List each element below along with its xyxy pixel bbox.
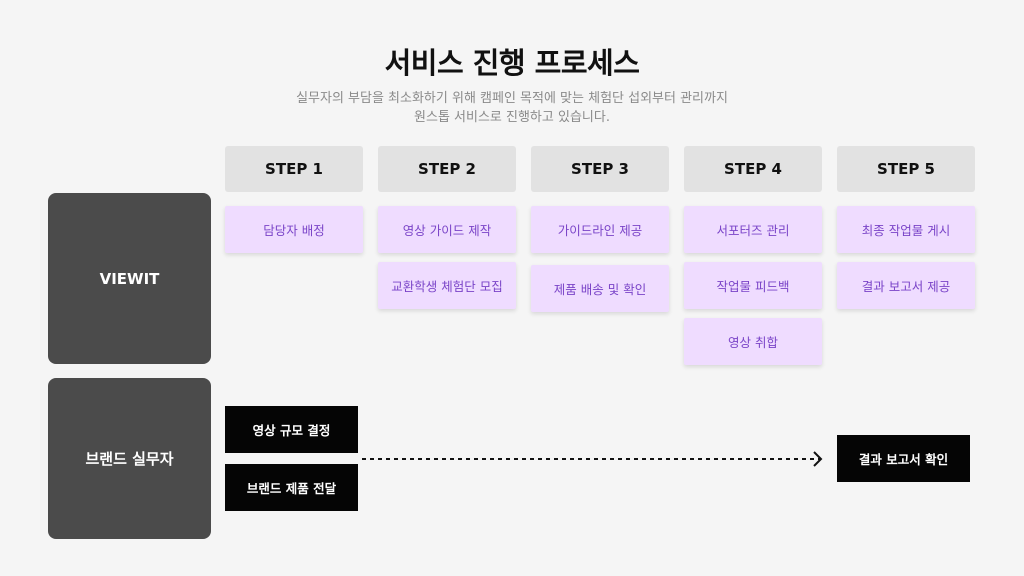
step-header-1: STEP 1 bbox=[225, 146, 363, 192]
chevron-right-icon bbox=[813, 451, 823, 467]
task-step4-feedback: 작업물 피드백 bbox=[684, 262, 822, 309]
actor-viewit: VIEWIT bbox=[48, 193, 211, 364]
task-step4-supporters: 서포터즈 관리 bbox=[684, 206, 822, 253]
task-step4-video-collect: 영상 취합 bbox=[684, 318, 822, 365]
page-title: 서비스 진행 프로세스 bbox=[384, 46, 640, 80]
task-step2-video-guide: 영상 가이드 제작 bbox=[378, 206, 516, 253]
task-step3-guideline: 가이드라인 제공 bbox=[531, 206, 669, 253]
step-header-3: STEP 3 bbox=[531, 146, 669, 192]
actor-brand: 브랜드 실무자 bbox=[48, 378, 211, 539]
brand-task-product-delivery: 브랜드 제품 전달 bbox=[225, 464, 358, 511]
task-step2-recruit-testers: 교환학생 체험단 모집 bbox=[378, 262, 516, 309]
dashed-arrow-connector bbox=[362, 451, 823, 467]
task-step3-product-shipping: 제품 배송 및 확인 bbox=[531, 265, 669, 312]
page-subtitle: 실무자의 부담을 최소화하기 위해 캠페인 목적에 맞는 체험단 섭외부터 관리… bbox=[0, 89, 1024, 127]
subtitle-line-2: 원스톱 서비스로 진행하고 있습니다. bbox=[414, 110, 610, 125]
brand-task-video-scale: 영상 규모 결정 bbox=[225, 406, 358, 453]
step-header-4: STEP 4 bbox=[684, 146, 822, 192]
step-header-2: STEP 2 bbox=[378, 146, 516, 192]
subtitle-line-1: 실무자의 부담을 최소화하기 위해 캠페인 목적에 맞는 체험단 섭외부터 관리… bbox=[296, 91, 728, 106]
task-step1-assign-manager: 담당자 배정 bbox=[225, 206, 363, 253]
task-step5-final-post: 최종 작업물 게시 bbox=[837, 206, 975, 253]
task-step5-report: 결과 보고서 제공 bbox=[837, 262, 975, 309]
brand-task-report-check: 결과 보고서 확인 bbox=[837, 435, 970, 482]
step-header-5: STEP 5 bbox=[837, 146, 975, 192]
